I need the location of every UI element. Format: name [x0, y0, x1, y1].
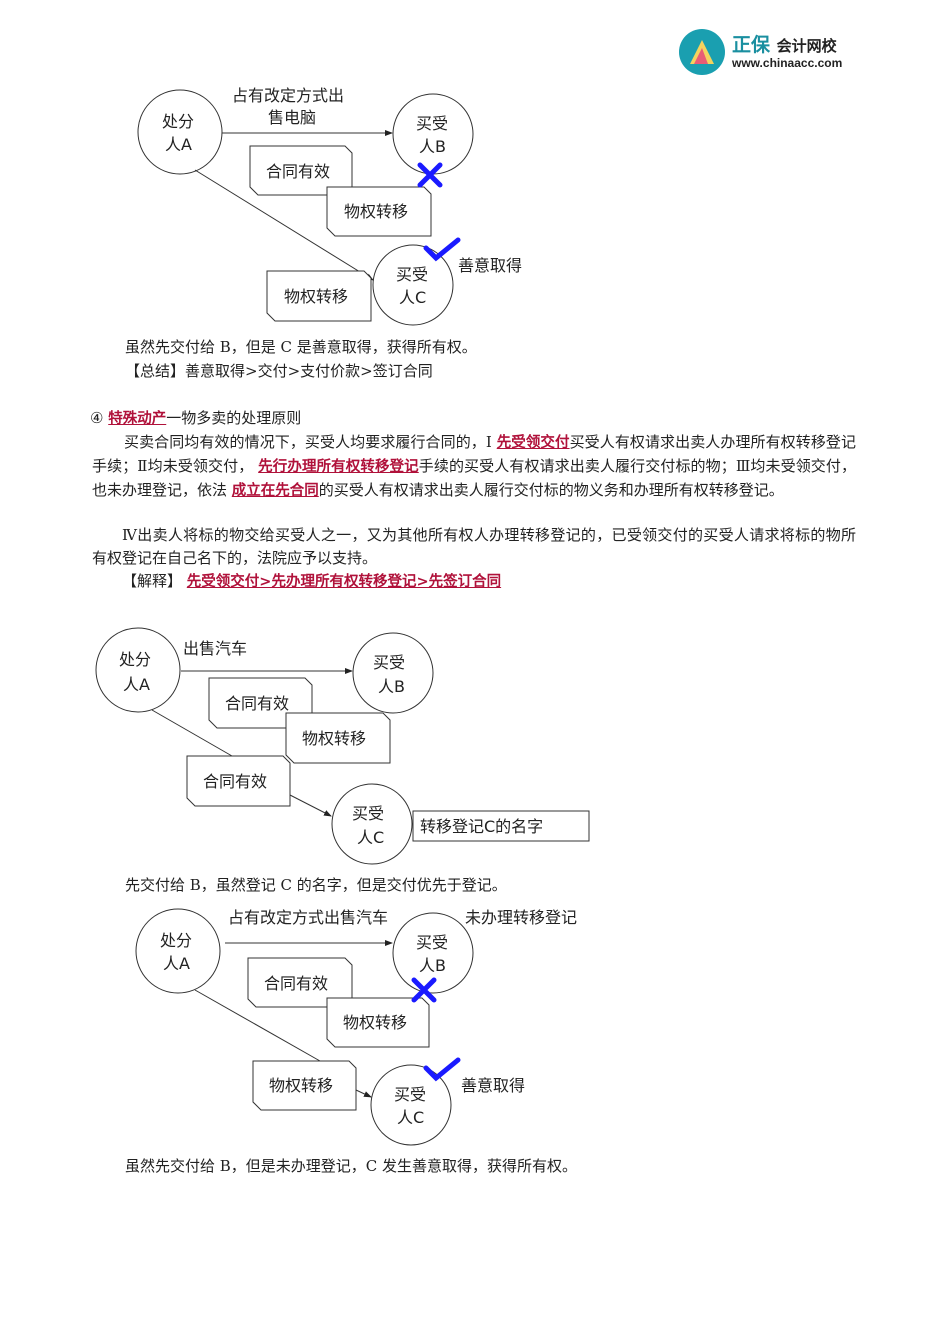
- box-register-c: [412, 810, 590, 842]
- arrow-to-c: [355, 1089, 372, 1098]
- label: 买受: [396, 265, 428, 284]
- highlight: 特殊动产: [108, 411, 167, 427]
- label: 买受: [373, 653, 405, 672]
- note-label: 未办理转移登记: [465, 908, 577, 927]
- logo-url: www.chinaacc.com: [732, 56, 843, 70]
- arrow-label: 占有改定方式出售汽车: [228, 908, 388, 927]
- label: 处分: [160, 931, 192, 950]
- arrow-label: 占有改定方式出: [232, 86, 344, 105]
- node-buyer-b: [392, 93, 474, 175]
- paragraph-2: Ⅳ出卖人将标的物交给买受人之一，又为其他所有权人办理转移登记的，已受领交付的买受…: [92, 526, 856, 567]
- label: 买受: [416, 933, 448, 952]
- paragraph-text: 手续的买受人有权请求出卖人履行交付标的物；Ⅲ均未受领交付，也未办理登记，依法: [92, 457, 856, 499]
- cross-icon: [417, 162, 443, 188]
- box-label: 物权转移: [269, 1076, 333, 1095]
- box-label: 物权转移: [302, 729, 366, 748]
- box-label: 合同有效: [264, 974, 328, 993]
- caption-1: 虽然先交付给 B，但是 C 是善意取得，获得所有权。: [125, 338, 477, 356]
- arrow-label: 出售汽车: [183, 639, 247, 658]
- logo-brand: 正保 会计网校: [732, 34, 837, 56]
- diagram-3: [135, 908, 474, 1146]
- node-buyer-c: [331, 783, 413, 865]
- box-transfer-c: [266, 270, 372, 322]
- paragraph-text: 的买受人有权请求出卖人履行交付标的物义务和办理所有权转移登记。: [318, 481, 784, 499]
- good-faith-label: 善意取得: [461, 1076, 525, 1095]
- box-label: 合同有效: [203, 772, 267, 791]
- box-label: 物权转移: [344, 202, 408, 221]
- paragraph-1: 买卖合同均有效的情况下，买受人均要求履行合同的，Ⅰ 先受领交付买受人有权请求出卖…: [92, 431, 856, 503]
- node-seller-a: [95, 627, 181, 713]
- box-transfer-b: [326, 997, 430, 1048]
- logo-icon: [679, 29, 725, 75]
- section-title-text: 一物多卖的处理原则: [166, 409, 302, 427]
- label: 人A: [123, 675, 150, 694]
- caption-2: 先交付给 B，虽然登记 C 的名字，但是交付优先于登记。: [125, 876, 507, 894]
- box-label: 合同有效: [225, 694, 289, 713]
- label: 人B: [378, 677, 405, 696]
- node-seller-a: [135, 908, 221, 994]
- label: 人C: [397, 1108, 424, 1127]
- caption-3: 虽然先交付给 B，但是未办理登记，C 发生善意取得，获得所有权。: [125, 1157, 578, 1175]
- label: 人B: [419, 137, 446, 156]
- label: 人A: [165, 135, 192, 154]
- section-number: ④: [90, 409, 104, 427]
- label: 买受: [394, 1085, 426, 1104]
- node-buyer-b: [352, 632, 434, 714]
- box-label: 转移登记C的名字: [420, 817, 543, 836]
- box-transfer-b: [285, 712, 391, 764]
- highlight: 成立在先合同: [231, 483, 319, 499]
- explain-label: 【解释】: [122, 572, 183, 590]
- check-icon: [423, 237, 461, 262]
- node-buyer-c: [372, 244, 454, 326]
- cross-icon: [411, 977, 437, 1003]
- section-title: ④ 特殊动产一物多卖的处理原则: [90, 407, 301, 431]
- label: 买受: [352, 804, 384, 823]
- box-label: 物权转移: [343, 1013, 407, 1032]
- explanation: 【解释】 先受领交付>先办理所有权转移登记>先签订合同: [122, 570, 501, 594]
- box-label: 物权转移: [284, 287, 348, 306]
- label: 买受: [416, 114, 448, 133]
- box-label: 合同有效: [266, 162, 330, 181]
- label: 处分: [162, 112, 194, 131]
- check-icon: [423, 1057, 461, 1082]
- highlight: 先受领交付>先办理所有权转移登记>先签订合同: [186, 574, 502, 590]
- line-a-c: [151, 709, 233, 757]
- box-transfer-c: [252, 1060, 357, 1111]
- node-seller-a: [137, 89, 223, 175]
- logo: 正保 会计网校 www.chinaacc.com: [678, 28, 868, 76]
- highlight: 先行办理所有权转移登记: [258, 459, 419, 475]
- box-contract-c: [186, 755, 291, 807]
- label: 人C: [399, 288, 426, 307]
- label: 人A: [163, 954, 190, 973]
- arrow-to-c: [289, 794, 332, 817]
- box-transfer-b: [326, 186, 432, 237]
- good-faith-label: 善意取得: [458, 256, 522, 275]
- highlight: 先受领交付: [496, 435, 570, 451]
- label: 人C: [357, 828, 384, 847]
- line-a-c: [194, 989, 321, 1062]
- node-buyer-b: [392, 912, 474, 994]
- summary: 【总结】善意取得>交付>支付价款>签订合同: [125, 362, 433, 380]
- label: 人B: [419, 956, 446, 975]
- arrow-label: 售电脑: [268, 108, 316, 127]
- paragraph-text: 买卖合同均有效的情况下，买受人均要求履行合同的，Ⅰ: [124, 433, 497, 451]
- label: 处分: [119, 650, 151, 669]
- node-buyer-c: [370, 1064, 452, 1146]
- arrow-a-c: [194, 169, 374, 281]
- paragraph-text: 买受人有权请求出卖人办理所有权转移登记手续；Ⅱ均未受领交付，: [92, 433, 856, 475]
- diagram-2: [95, 627, 590, 865]
